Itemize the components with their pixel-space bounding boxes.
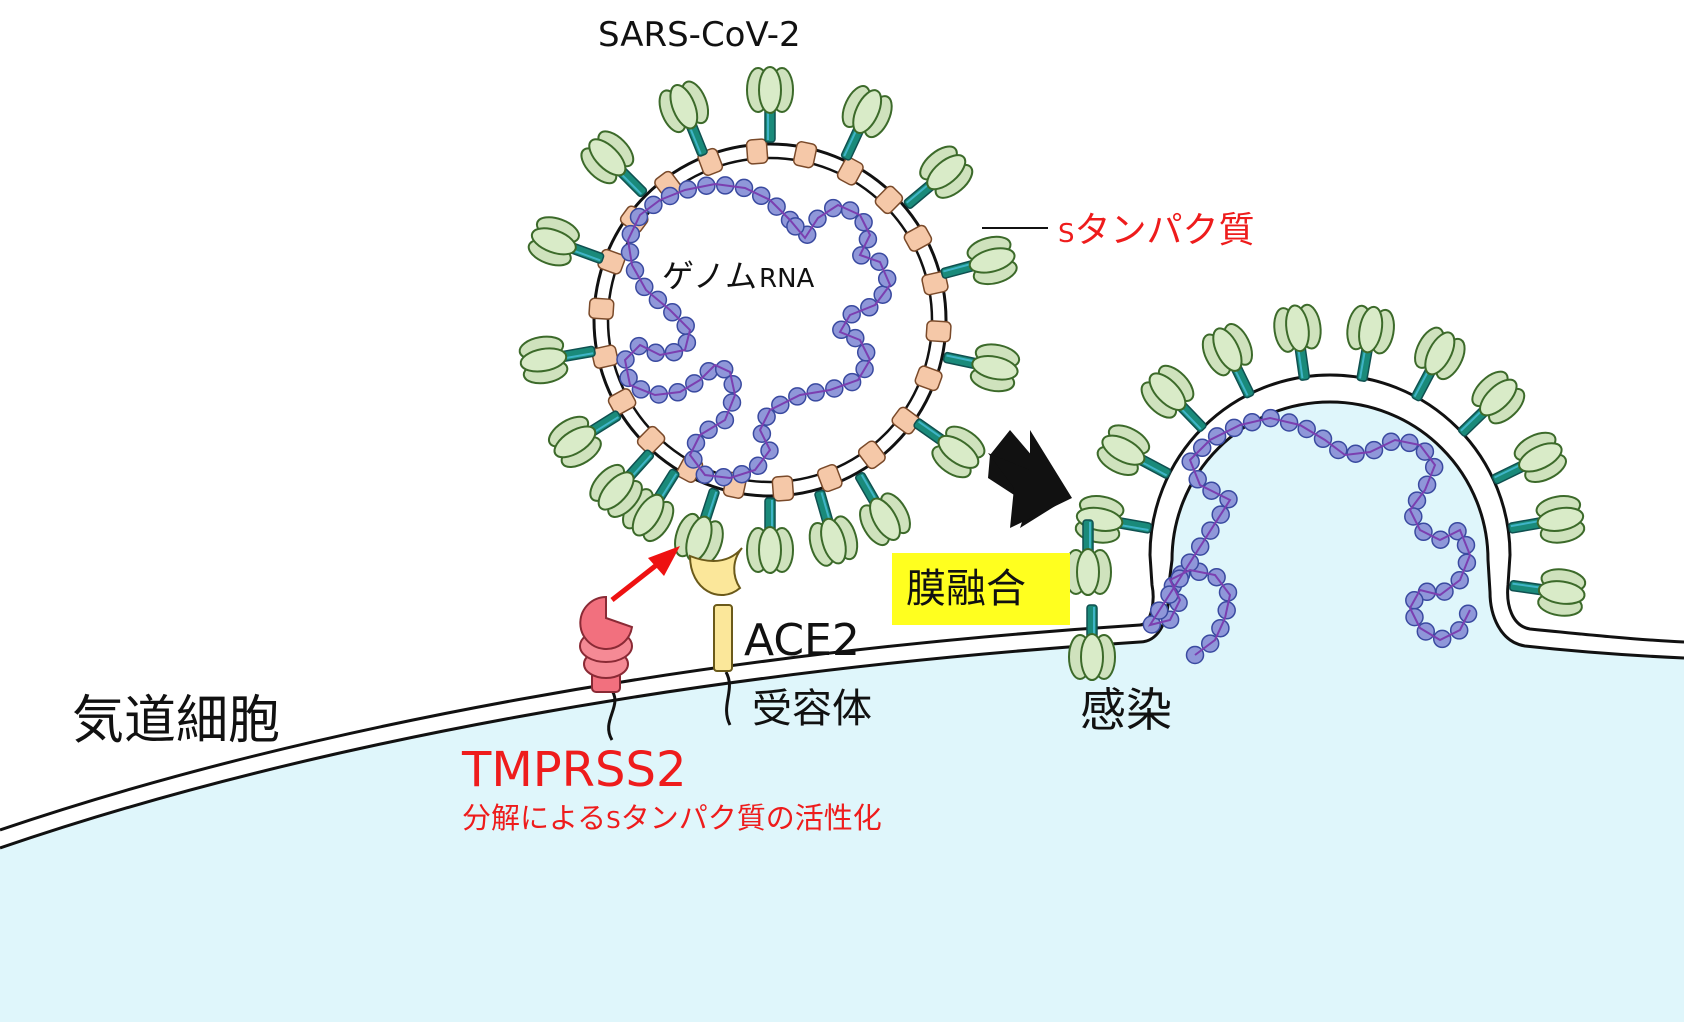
spike-protein-icon [746, 497, 794, 574]
cell-cytoplasm [0, 401, 1684, 1022]
spike-protein-icon [1443, 363, 1532, 452]
ace2-receptor [688, 547, 743, 726]
airway-cell-label: 気道細胞 [72, 691, 280, 751]
fusion-genome-rna [1142, 408, 1478, 665]
envelope-protein-icon [590, 343, 620, 370]
envelope-protein-icon [771, 475, 795, 502]
virus-particle [515, 66, 1024, 574]
virus-name-label: SARS-CoV-2 [598, 15, 801, 55]
tmprss2-note-label: 分解によるSタンパク質の活性化 [462, 801, 882, 835]
fusion-highlight-box [892, 553, 1070, 625]
spike-protein-icon [795, 483, 863, 571]
virus-envelope-inner [606, 156, 934, 484]
spike-protein-icon [1337, 301, 1399, 386]
spike-protein-icon [1133, 358, 1222, 447]
tmprss2-protease [579, 595, 634, 741]
virus-genome-rna [616, 176, 897, 487]
spike-protein-icon [1394, 321, 1472, 412]
receptor-label: 受容体 [752, 686, 872, 732]
envelope-protein-icon [925, 319, 952, 343]
spike-protein-icon [1504, 491, 1589, 553]
spike-protein-icon [515, 327, 600, 388]
spike-protein-icon [1270, 301, 1329, 385]
red-arrow-icon [610, 546, 680, 602]
cell-membrane-inner [0, 400, 1684, 850]
spike-protein-label: Sタンパク質 [1058, 210, 1255, 251]
bold-black-arrow-icon [988, 430, 1072, 528]
spike-protein-icon [523, 210, 612, 282]
infection-label: 感染 [1080, 683, 1172, 737]
spike-protein-icon [1091, 418, 1182, 496]
tmprss2-label: TMPRSS2 [461, 742, 687, 798]
spike-protein-icon [1068, 604, 1116, 681]
genome-rna-label: ゲノムRNA [662, 257, 815, 295]
spike-protein-icon [938, 333, 1024, 397]
membrane-fusion-label: 膜融合 [906, 566, 1026, 612]
spike-protein-icon [746, 66, 794, 143]
ace2-label: ACE2 [744, 615, 860, 666]
envelope-protein-icon [588, 297, 615, 321]
spike-protein-icon [1195, 317, 1272, 408]
spike-protein-icon [1505, 561, 1589, 620]
envelope-protein-icon [792, 140, 819, 170]
envelope-protein-icon [745, 138, 769, 165]
